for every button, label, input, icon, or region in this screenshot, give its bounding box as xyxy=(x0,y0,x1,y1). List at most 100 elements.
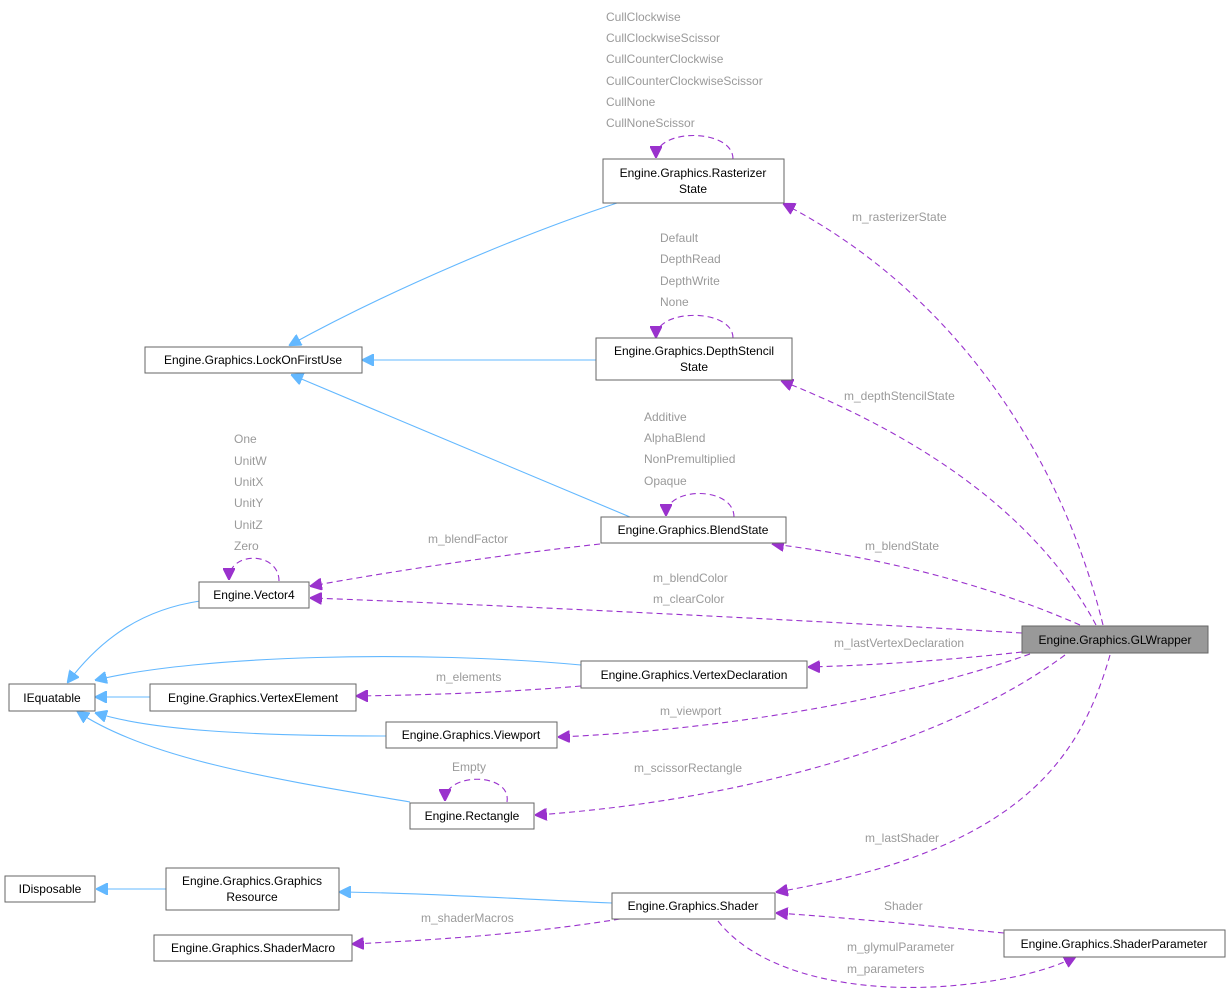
label-m-elements: m_elements xyxy=(436,670,501,684)
node-glwrapper[interactable]: Engine.Graphics.GLWrapper xyxy=(1021,625,1209,654)
edge-vertexdecl-to-iequatable xyxy=(96,656,582,680)
label-rasterizer-static-2: CullCounterClockwise xyxy=(606,52,724,66)
node-viewport-line-1: Engine.Graphics.Viewport xyxy=(402,728,541,742)
label-blend-static-1: AlphaBlend xyxy=(644,431,705,445)
label-depthstencil-static-3: None xyxy=(660,295,689,309)
node-depth-stencil-state[interactable]: Engine.Graphics.DepthStencil State xyxy=(595,337,793,381)
node-iequatable-line-1: IEquatable xyxy=(23,691,81,705)
node-lock-on-first-use-line-1: Engine.Graphics.LockOnFirstUse xyxy=(164,353,342,367)
node-graphics-resource-line-1: Engine.Graphics.Graphics xyxy=(182,874,322,888)
node-shader-parameter-line-1: Engine.Graphics.ShaderParameter xyxy=(1021,937,1208,951)
node-rectangle-line-1: Engine.Rectangle xyxy=(425,809,520,823)
label-rasterizer-static-4: CullNone xyxy=(606,95,656,109)
edge-glwrapper-vertexdecl xyxy=(809,651,1023,667)
edge-glwrapper-rasterizer xyxy=(784,204,1104,626)
label-vector4-static-0: One xyxy=(234,432,257,446)
label-blend-static-0: Additive xyxy=(644,410,687,424)
node-graphics-resource-line-2: Resource xyxy=(226,890,278,904)
node-viewport[interactable]: Engine.Graphics.Viewport xyxy=(385,721,558,749)
edge-vector4-to-iequatable xyxy=(68,600,201,682)
node-vector4[interactable]: Engine.Vector4 xyxy=(198,581,310,609)
label-vector4-static-3: UnitY xyxy=(234,496,263,510)
vector4-static-labels: One UnitW UnitX UnitY UnitZ Zero xyxy=(234,432,267,553)
label-m-lastvertexdeclaration: m_lastVertexDeclaration xyxy=(834,636,964,650)
self-loop-blendstate xyxy=(666,492,735,518)
label-depthstencil-static-2: DepthWrite xyxy=(660,274,720,288)
node-depth-stencil-state-line-2: State xyxy=(680,360,708,374)
label-vector4-static-1: UnitW xyxy=(234,454,267,468)
label-depthstencil-static-1: DepthRead xyxy=(660,252,721,266)
node-iequatable[interactable]: IEquatable xyxy=(8,683,96,712)
label-m-shadermacros: m_shaderMacros xyxy=(421,911,514,925)
node-shader-line-1: Engine.Graphics.Shader xyxy=(628,899,759,913)
edge-viewport-to-iequatable xyxy=(96,713,387,737)
node-blend-state-line-1: Engine.Graphics.BlendState xyxy=(618,523,769,537)
label-m-depthstencilstate: m_depthStencilState xyxy=(844,389,955,403)
edge-shader-to-graphicsresource xyxy=(340,892,613,904)
label-vector4-static-5: Zero xyxy=(234,539,259,553)
edge-glwrapper-rectangle xyxy=(536,654,1066,815)
node-glwrapper-line-1: Engine.Graphics.GLWrapper xyxy=(1039,633,1192,647)
node-rasterizer-state[interactable]: Engine.Graphics.Rasterizer State xyxy=(602,158,785,204)
edge-shader-shadermacro xyxy=(353,918,621,944)
self-loop-rasterizer xyxy=(656,134,734,160)
nodes: Engine.Graphics.Rasterizer State Engine.… xyxy=(4,158,1226,962)
edge-shader-shaderparameter xyxy=(717,920,1075,989)
label-vector4-static-2: UnitX xyxy=(234,475,263,489)
edge-blendstate-vector4 xyxy=(311,543,601,586)
node-vertex-element-line-1: Engine.Graphics.VertexElement xyxy=(168,691,339,705)
edge-glwrapper-shader xyxy=(777,654,1111,892)
self-loop-depthstencil xyxy=(656,314,734,338)
label-m-blendcolor: m_blendColor xyxy=(653,571,728,585)
label-m-glymulparameter: m_glymulParameter xyxy=(847,940,954,954)
edge-glwrapper-blendstate xyxy=(773,544,1081,626)
label-m-clearcolor: m_clearColor xyxy=(653,592,724,606)
edge-vertexdecl-vertexelement xyxy=(357,685,582,696)
label-m-parameters: m_parameters xyxy=(847,962,924,976)
rasterizer-static-labels: CullClockwise CullClockwiseScissor CullC… xyxy=(606,10,763,130)
edge-shaderparameter-shader xyxy=(777,913,1005,934)
node-lock-on-first-use[interactable]: Engine.Graphics.LockOnFirstUse xyxy=(144,346,363,374)
label-rasterizer-static-0: CullClockwise xyxy=(606,10,681,24)
node-shader[interactable]: Engine.Graphics.Shader xyxy=(611,892,776,920)
node-shader-macro-line-1: Engine.Graphics.ShaderMacro xyxy=(171,941,335,955)
label-m-lastshader: m_lastShader xyxy=(865,831,939,845)
node-rasterizer-state-line-1: Engine.Graphics.Rasterizer xyxy=(620,166,767,180)
label-m-blendfactor: m_blendFactor xyxy=(428,532,508,546)
node-shader-parameter[interactable]: Engine.Graphics.ShaderParameter xyxy=(1003,929,1226,958)
blend-static-labels: Additive AlphaBlend NonPremultiplied Opa… xyxy=(644,410,735,488)
self-loop-rectangle xyxy=(445,778,508,803)
label-m-scissorrectangle: m_scissorRectangle xyxy=(634,761,742,775)
label-rasterizer-static-1: CullClockwiseScissor xyxy=(606,31,720,45)
node-vector4-line-1: Engine.Vector4 xyxy=(213,588,295,602)
edge-labels: CullClockwise CullClockwiseScissor CullC… xyxy=(234,10,964,976)
edge-glwrapper-vector4 xyxy=(311,598,1023,634)
node-rasterizer-state-line-2: State xyxy=(679,182,707,196)
edge-glwrapper-depthstencil xyxy=(782,381,1097,626)
label-m-viewport: m_viewport xyxy=(660,704,722,718)
label-blend-static-2: NonPremultiplied xyxy=(644,452,735,466)
node-vertex-declaration-line-1: Engine.Graphics.VertexDeclaration xyxy=(601,668,788,682)
edge-glwrapper-viewport xyxy=(559,653,1031,737)
node-idisposable[interactable]: IDisposable xyxy=(4,875,96,903)
node-graphics-resource[interactable]: Engine.Graphics.Graphics Resource xyxy=(165,867,340,911)
edge-blendstate-to-lock xyxy=(292,375,631,518)
node-depth-stencil-state-line-1: Engine.Graphics.DepthStencil xyxy=(614,344,774,358)
edge-rectangle-to-iequatable xyxy=(78,712,411,803)
label-shader-ref: Shader xyxy=(884,899,923,913)
label-m-blendstate: m_blendState xyxy=(865,539,939,553)
label-vector4-static-4: UnitZ xyxy=(234,518,263,532)
self-loop-vector4 xyxy=(229,557,280,582)
node-rectangle[interactable]: Engine.Rectangle xyxy=(409,802,535,830)
label-rectangle-static: Empty xyxy=(452,760,486,774)
node-idisposable-line-1: IDisposable xyxy=(19,882,82,896)
usage-edges xyxy=(229,134,1111,989)
label-rasterizer-static-5: CullNoneScissor xyxy=(606,116,695,130)
node-shader-macro[interactable]: Engine.Graphics.ShaderMacro xyxy=(153,934,353,962)
node-vertex-declaration[interactable]: Engine.Graphics.VertexDeclaration xyxy=(580,660,808,689)
label-depthstencil-static-0: Default xyxy=(660,231,699,245)
node-blend-state[interactable]: Engine.Graphics.BlendState xyxy=(600,516,787,544)
label-m-rasterizerstate: m_rasterizerState xyxy=(852,210,947,224)
node-vertex-element[interactable]: Engine.Graphics.VertexElement xyxy=(149,683,357,712)
